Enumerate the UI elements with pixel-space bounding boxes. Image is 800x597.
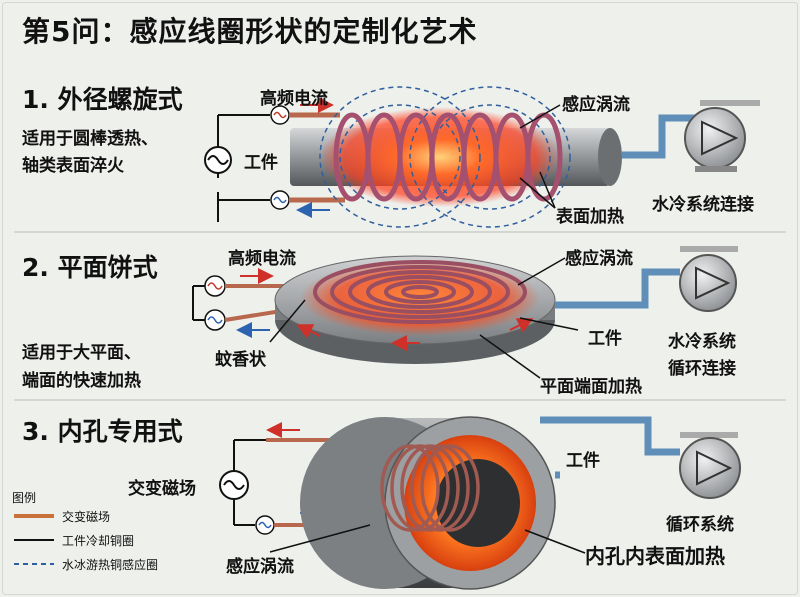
section1-workpiece-label: 工件 (244, 153, 278, 173)
section2-desc-line2: 端面的快速加热 (22, 371, 141, 391)
section1-desc-line1: 适用于圆棒透热、 (22, 129, 158, 149)
section3-eddy-label: 感应涡流 (226, 557, 294, 577)
pump-icon (679, 437, 741, 499)
section2-high-freq-label: 高频电流 (228, 249, 296, 269)
legend-title: 图例 (12, 491, 37, 505)
legend-swatches (14, 514, 54, 565)
section3-inner-heating-label: 内孔内表面加热 (585, 544, 725, 568)
section2-workpiece-label: 工件 (588, 329, 622, 349)
section3-field-label: 交变磁场 (128, 479, 196, 499)
section2-face-heating-label: 平面端面加热 (540, 377, 642, 397)
section1-high-freq-label: 高频电流 (260, 89, 328, 109)
page-title: 第5问：感应线圈形状的定制化艺术 (22, 15, 478, 48)
section3-circulation-label: 循环系统 (666, 515, 734, 535)
section1-desc-line2: 轴类表面淬火 (22, 156, 124, 176)
legend-item-induction-coil: 水冰游热铜感应圈 (62, 558, 159, 572)
section2-cooling-line2: 循环连接 (668, 359, 736, 379)
section3-workpiece-label: 工件 (566, 451, 600, 471)
section1-graphic (204, 86, 760, 228)
section1-eddy-label: 感应涡流 (562, 95, 630, 115)
section3-title: 3. 内孔专用式 (22, 417, 183, 446)
section2-eddy-label: 感应涡流 (565, 249, 633, 269)
section2-mosquito-label: 蚊香状 (215, 350, 266, 370)
legend-item-field: 交变磁场 (62, 510, 111, 524)
section2-title: 2. 平面饼式 (22, 253, 158, 282)
legend-item-cooling-coil: 工件冷却铜圈 (62, 534, 135, 548)
section2-cooling-line1: 水冷系统 (668, 332, 736, 352)
section2-graphic (192, 246, 738, 379)
section1-title: 1. 外径螺旋式 (22, 85, 183, 114)
section1-surface-label: 表面加热 (556, 207, 624, 227)
section2-desc-line1: 适用于大平面、 (22, 343, 141, 363)
section1-cooling-label: 水冷系统连接 (652, 195, 754, 215)
pump-icon (679, 254, 737, 312)
section3-graphic (219, 416, 741, 590)
